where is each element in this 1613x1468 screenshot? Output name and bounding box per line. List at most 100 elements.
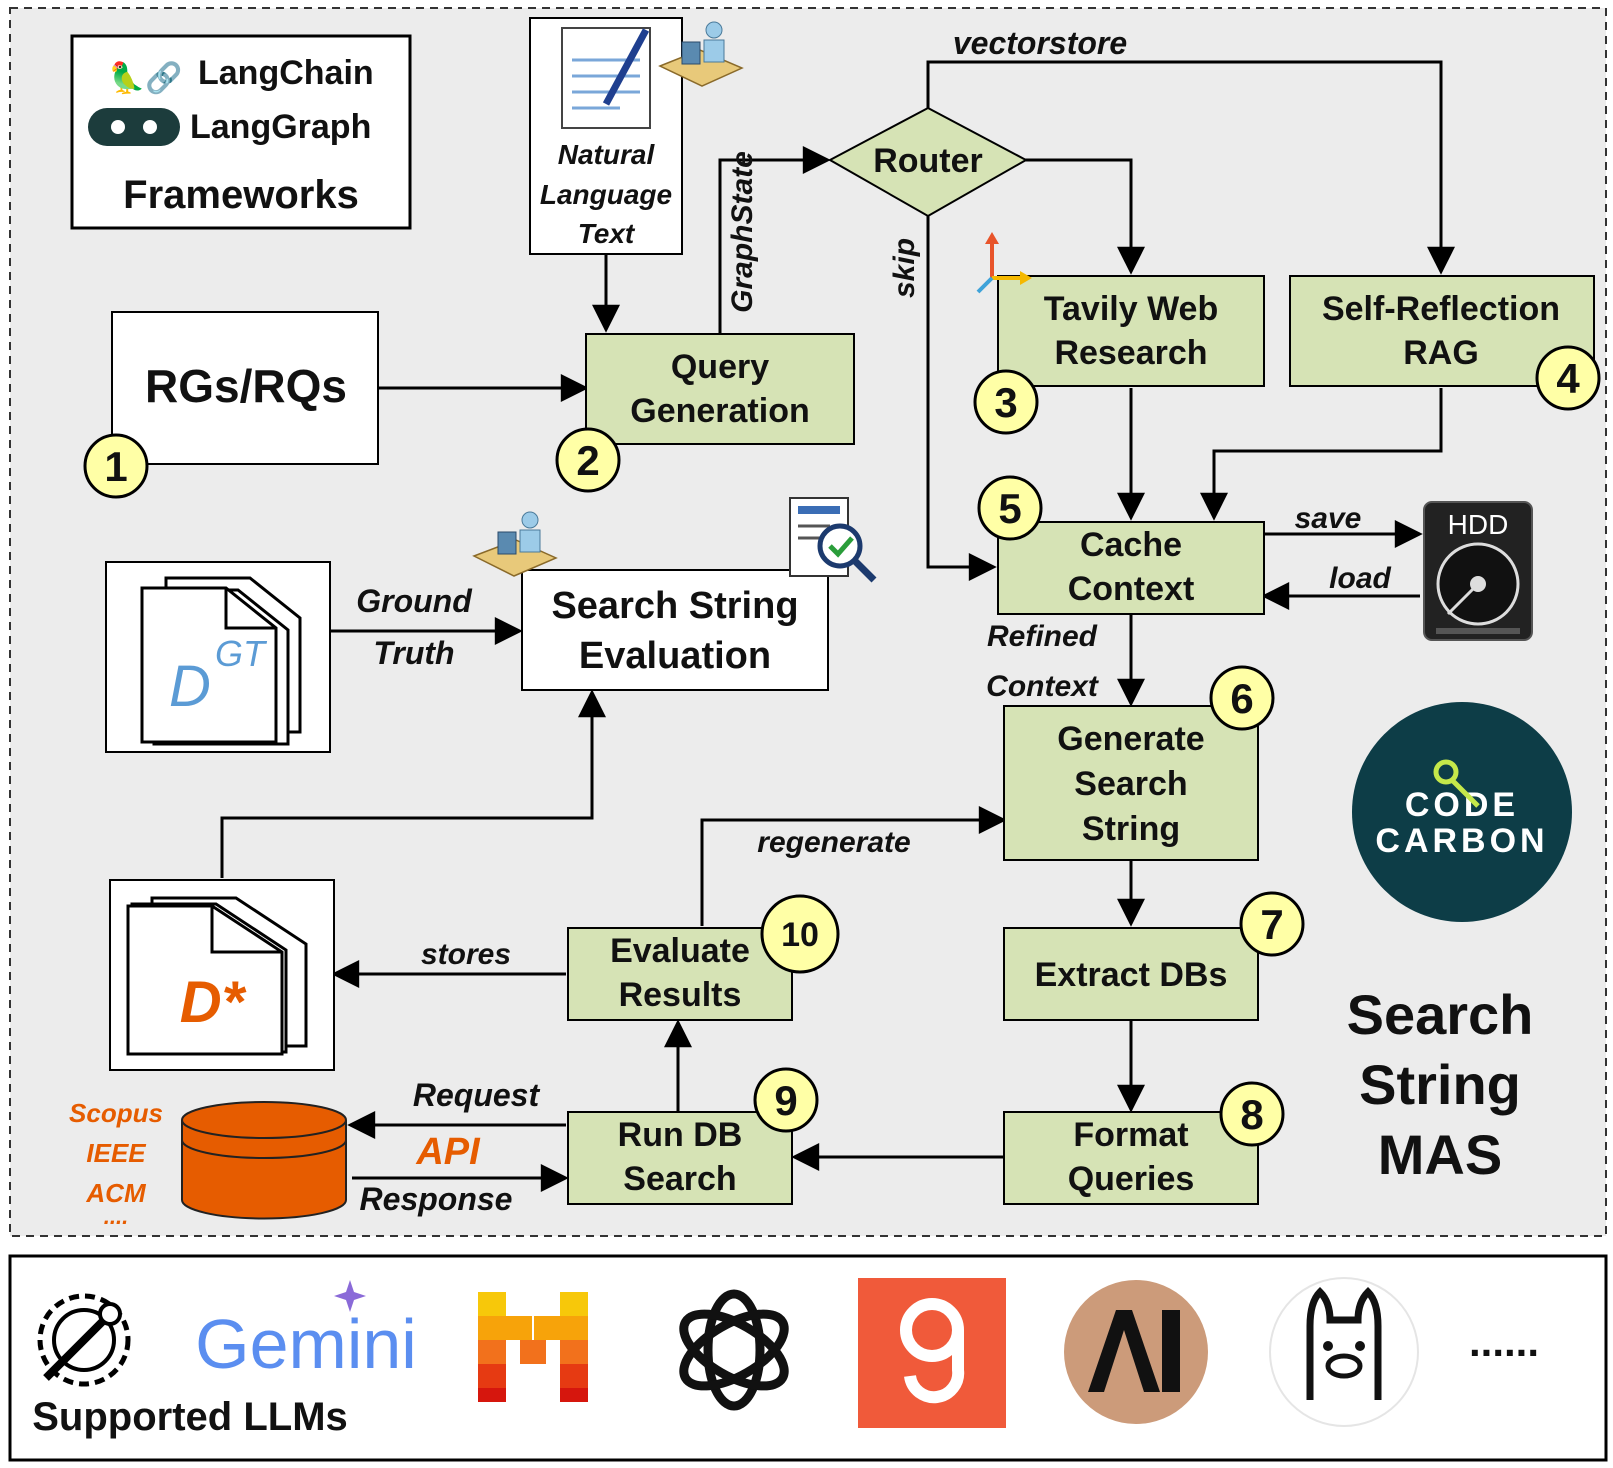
generate-line-2: Search [1074, 765, 1187, 803]
badge-4: 4 [1535, 345, 1601, 411]
svg-text:5: 5 [998, 485, 1021, 532]
codecarbon-line-1: CODE [1405, 786, 1519, 824]
dgt-documents: D GT [105, 561, 331, 753]
extract-label: Extract DBs [1035, 956, 1228, 994]
tavily-line-1: Tavily Web [1044, 290, 1218, 328]
document-pen-icon [561, 27, 651, 129]
badge-1: 1 [83, 433, 149, 499]
badge-2: 2 [555, 427, 621, 493]
tavily-line-2: Research [1054, 334, 1207, 372]
label-ground: Ground [356, 583, 473, 619]
edge-dstar-sse [220, 689, 606, 878]
langchain-logo: 🦜🔗 LangChain [108, 54, 374, 96]
langgraph-icon [88, 108, 180, 146]
gemini-label: Gemini [195, 1305, 417, 1383]
node-cache-context: Cache Context [997, 521, 1265, 615]
router-label: Router [873, 142, 983, 180]
node-generate-search-string: Generate Search String [1003, 705, 1259, 861]
node-tavily: Tavily Web Research [976, 232, 1265, 387]
svg-text:8: 8 [1240, 1091, 1263, 1138]
svg-text:7: 7 [1260, 901, 1283, 948]
query-line-1: Query [671, 348, 769, 386]
llm-strip: Supported LLMs Gemini [8, 1254, 1608, 1462]
selfrag-line-1: Self-Reflection [1322, 290, 1560, 328]
sse-line-2: Evaluation [579, 635, 771, 677]
node-router: Router [827, 106, 1029, 218]
dstar-documents: D* [109, 879, 335, 1071]
evaluate-line-2: Results [619, 976, 742, 1014]
badge-8: 8 [1219, 1081, 1285, 1147]
svg-text:3: 3 [994, 379, 1017, 426]
svg-text:4: 4 [1556, 355, 1580, 402]
badge-5: 5 [977, 475, 1043, 541]
node-query-generation: Query Generation [585, 333, 855, 445]
evaluate-line-1: Evaluate [610, 932, 750, 970]
label-response: Response [360, 1181, 513, 1217]
label-skip: skip [888, 238, 921, 298]
anthropic-logo [1064, 1280, 1208, 1424]
badges: 1 2 3 4 5 6 7 8 9 10 [83, 345, 1601, 1147]
label-stores: stores [421, 938, 511, 971]
node-format-queries: Format Queries [1003, 1111, 1259, 1205]
label-regenerate: regenerate [757, 826, 910, 859]
frameworks-box: 🦜🔗 LangChain LangGraph Frameworks [70, 34, 412, 230]
label-truth: Truth [373, 635, 454, 671]
dgt-sup: GT [215, 633, 268, 674]
node-evaluate-results: Evaluate Results [567, 927, 793, 1021]
dgt-main: D [169, 654, 211, 719]
database-list: Scopus IEEE ACM .... [69, 1098, 163, 1229]
mas-line-3: MAS [1378, 1123, 1502, 1186]
node-extract-dbs: Extract DBs [1003, 927, 1259, 1021]
document-magnifier-icon [789, 497, 877, 583]
langchain-label: LangChain [198, 54, 374, 92]
badge-6: 6 [1209, 665, 1275, 731]
hdd-icon: HDD [1423, 501, 1533, 641]
badge-9: 9 [753, 1067, 819, 1133]
edge-router-tavily [1024, 158, 1145, 275]
label-request: Request [413, 1077, 541, 1113]
label-context: Context [986, 670, 1100, 703]
svg-text:6: 6 [1230, 675, 1253, 722]
edge-evaluate-generate [700, 806, 1007, 926]
label-load: load [1329, 562, 1391, 595]
db-more: .... [104, 1204, 128, 1229]
node-search-string-evaluation: Search String Evaluation [472, 497, 877, 691]
edge-router-selfrag [926, 60, 1455, 275]
badge-7: 7 [1239, 891, 1305, 957]
langgraph-logo: LangGraph [88, 108, 371, 146]
llm-caption: Supported LLMs [32, 1395, 348, 1439]
node-run-db-search: Run DB Search [567, 1111, 793, 1205]
generate-line-3: String [1082, 810, 1180, 848]
edge-router-cache [926, 216, 997, 581]
more-llms: ...... [1469, 1318, 1539, 1365]
svg-text:9: 9 [774, 1077, 797, 1124]
dstar-label: D* [180, 970, 247, 1035]
db-acm: ACM [85, 1178, 147, 1208]
node-rgs-rqs: RGs/RQs [111, 311, 379, 465]
edge-selfrag-cache [1200, 388, 1443, 521]
codecarbon-logo: CODE CARBON [1352, 702, 1572, 922]
database-cylinder-icon [181, 1101, 347, 1220]
generate-line-1: Generate [1057, 720, 1204, 758]
edge-query-router [718, 146, 831, 334]
hdd-label: HDD [1448, 509, 1509, 540]
sparkle-icon [334, 1280, 366, 1312]
format-line-2: Queries [1068, 1160, 1195, 1198]
openai-logo [679, 1289, 789, 1411]
frameworks-caption: Frameworks [123, 173, 359, 217]
nlt-line-2: Language [540, 179, 672, 210]
langgraph-label: LangGraph [190, 108, 371, 146]
ollama-logo [1269, 1277, 1419, 1427]
svg-text:1: 1 [104, 443, 127, 490]
mas-line-2: String [1359, 1053, 1521, 1116]
svg-text:10: 10 [781, 916, 819, 954]
sse-line-1: Search String [551, 585, 798, 627]
label-api: API [415, 1131, 481, 1173]
tavily-axes-icon [976, 232, 1032, 294]
label-graphstate: GraphState [726, 151, 759, 313]
cache-line-1: Cache [1080, 526, 1182, 564]
user-desk-icon [658, 21, 744, 87]
label-refined: Refined [987, 620, 1098, 653]
rundb-line-2: Search [623, 1160, 736, 1198]
mas-title: Search String MAS [1347, 983, 1534, 1186]
